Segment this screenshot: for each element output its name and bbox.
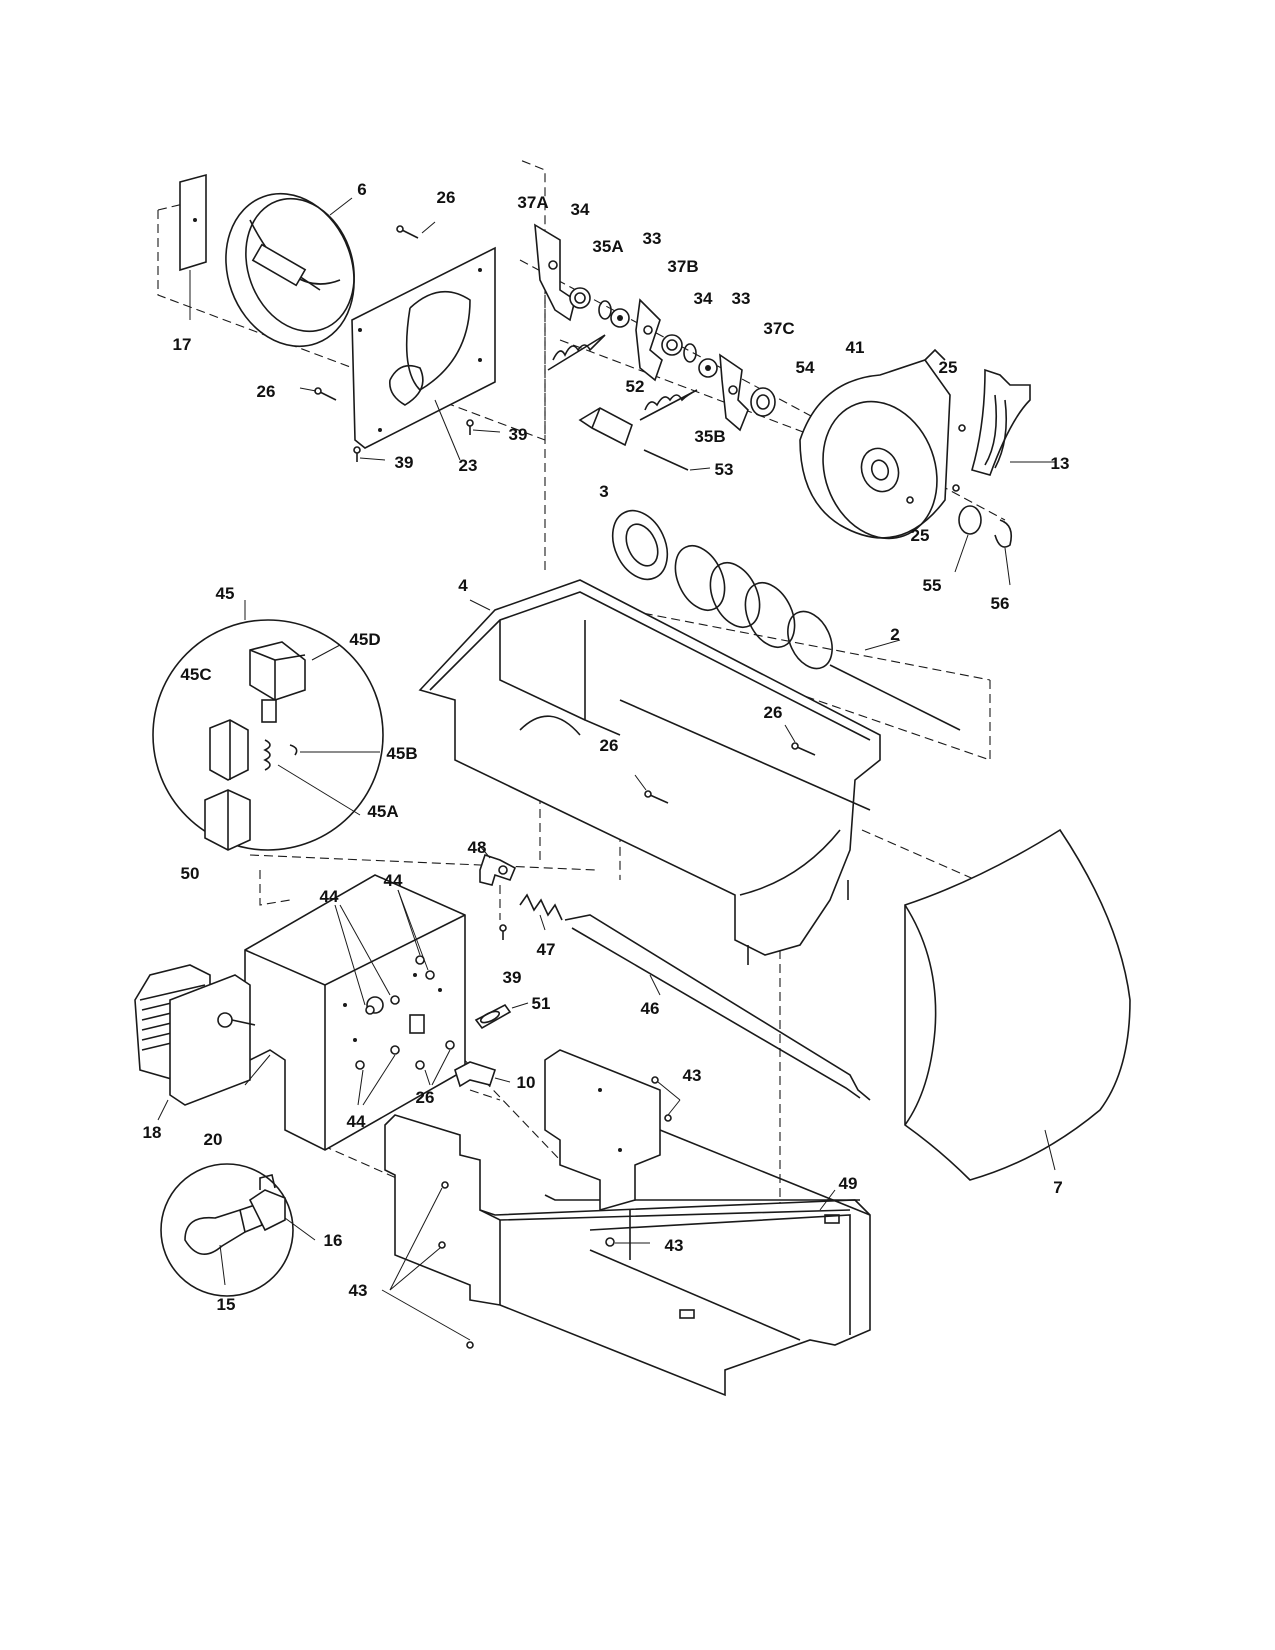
part-4-ice-bucket [418, 579, 881, 965]
part-7-cover [904, 828, 1131, 1181]
label-44c: 44 [347, 1112, 366, 1131]
label-46: 46 [641, 999, 660, 1018]
label-44b: 44 [384, 871, 403, 890]
bracket-43-upper [544, 1049, 871, 1247]
label-25a: 25 [939, 358, 958, 377]
housing-screws [244, 889, 455, 1106]
label-43a: 43 [683, 1066, 702, 1085]
label-50: 50 [181, 864, 200, 883]
label-2: 2 [890, 625, 899, 644]
label-13: 13 [1051, 454, 1070, 473]
part-55-56-rings [954, 505, 1013, 586]
label-55: 55 [923, 576, 942, 595]
part-17-grille [179, 173, 207, 320]
label-45: 45 [216, 584, 235, 603]
label-37A: 37A [517, 193, 548, 212]
label-49: 49 [839, 1174, 858, 1193]
bucket-screws [634, 724, 816, 804]
label-3: 3 [599, 482, 608, 501]
label-39b: 39 [509, 425, 528, 444]
detail-lamp [160, 1163, 316, 1297]
part-6-auger-wheel [225, 192, 355, 348]
part-23-plate [351, 246, 496, 461]
label-47: 47 [537, 940, 556, 959]
label-39c: 39 [503, 968, 522, 987]
part-51-10 [454, 1002, 529, 1088]
label-7: 7 [1053, 1178, 1062, 1197]
label-48: 48 [468, 838, 487, 857]
label-26c: 26 [764, 703, 783, 722]
label-45D: 45D [349, 630, 380, 649]
label-35B: 35B [694, 427, 725, 446]
label-4: 4 [458, 576, 468, 595]
label-45A: 45A [367, 802, 398, 821]
label-17: 17 [173, 335, 192, 354]
label-45B: 45B [386, 744, 417, 763]
label-10: 10 [517, 1073, 536, 1092]
label-33b: 33 [732, 289, 751, 308]
label-37B: 37B [667, 257, 698, 276]
label-34b: 34 [694, 289, 713, 308]
label-34a: 34 [571, 200, 590, 219]
label-6: 6 [357, 180, 366, 199]
part-41-housing [799, 348, 966, 540]
label-51: 51 [532, 994, 551, 1013]
part-46-rod [564, 914, 871, 1101]
label-26e: 26 [416, 1088, 435, 1107]
label-15: 15 [217, 1295, 236, 1314]
label-45C: 45C [180, 665, 211, 684]
label-35A: 35A [592, 237, 623, 256]
label-26a: 26 [437, 188, 456, 207]
label-43b: 43 [665, 1236, 684, 1255]
label-52: 52 [626, 377, 645, 396]
label-23: 23 [459, 456, 478, 475]
part-52-53 [578, 407, 711, 471]
label-16: 16 [324, 1231, 343, 1250]
part-3-2-auger-spring [611, 509, 961, 731]
label-26d: 26 [600, 736, 619, 755]
detail-45-switch [152, 600, 384, 851]
label-56: 56 [991, 594, 1010, 613]
label-41: 41 [846, 338, 865, 357]
label-39a: 39 [395, 453, 414, 472]
part-48-47 [479, 845, 563, 940]
label-25b: 25 [911, 526, 930, 545]
label-43c: 43 [349, 1281, 368, 1300]
label-44a: 44 [320, 887, 339, 906]
label-20: 20 [204, 1130, 223, 1149]
label-33a: 33 [643, 229, 662, 248]
label-18: 18 [143, 1123, 162, 1142]
part-labels: 6 26 17 26 39 39 23 37A 34 35A 33 37B 34… [143, 180, 1070, 1314]
label-53: 53 [715, 460, 734, 479]
part-18-motor [134, 964, 256, 1121]
label-54: 54 [796, 358, 815, 377]
label-26b: 26 [257, 382, 276, 401]
label-37C: 37C [763, 319, 794, 338]
screws-top-left [299, 221, 501, 462]
screws-43-lower [381, 1181, 474, 1349]
part-13-bracket [971, 368, 1055, 476]
cam-assembly [534, 223, 776, 432]
part-20-housing [244, 874, 466, 1151]
